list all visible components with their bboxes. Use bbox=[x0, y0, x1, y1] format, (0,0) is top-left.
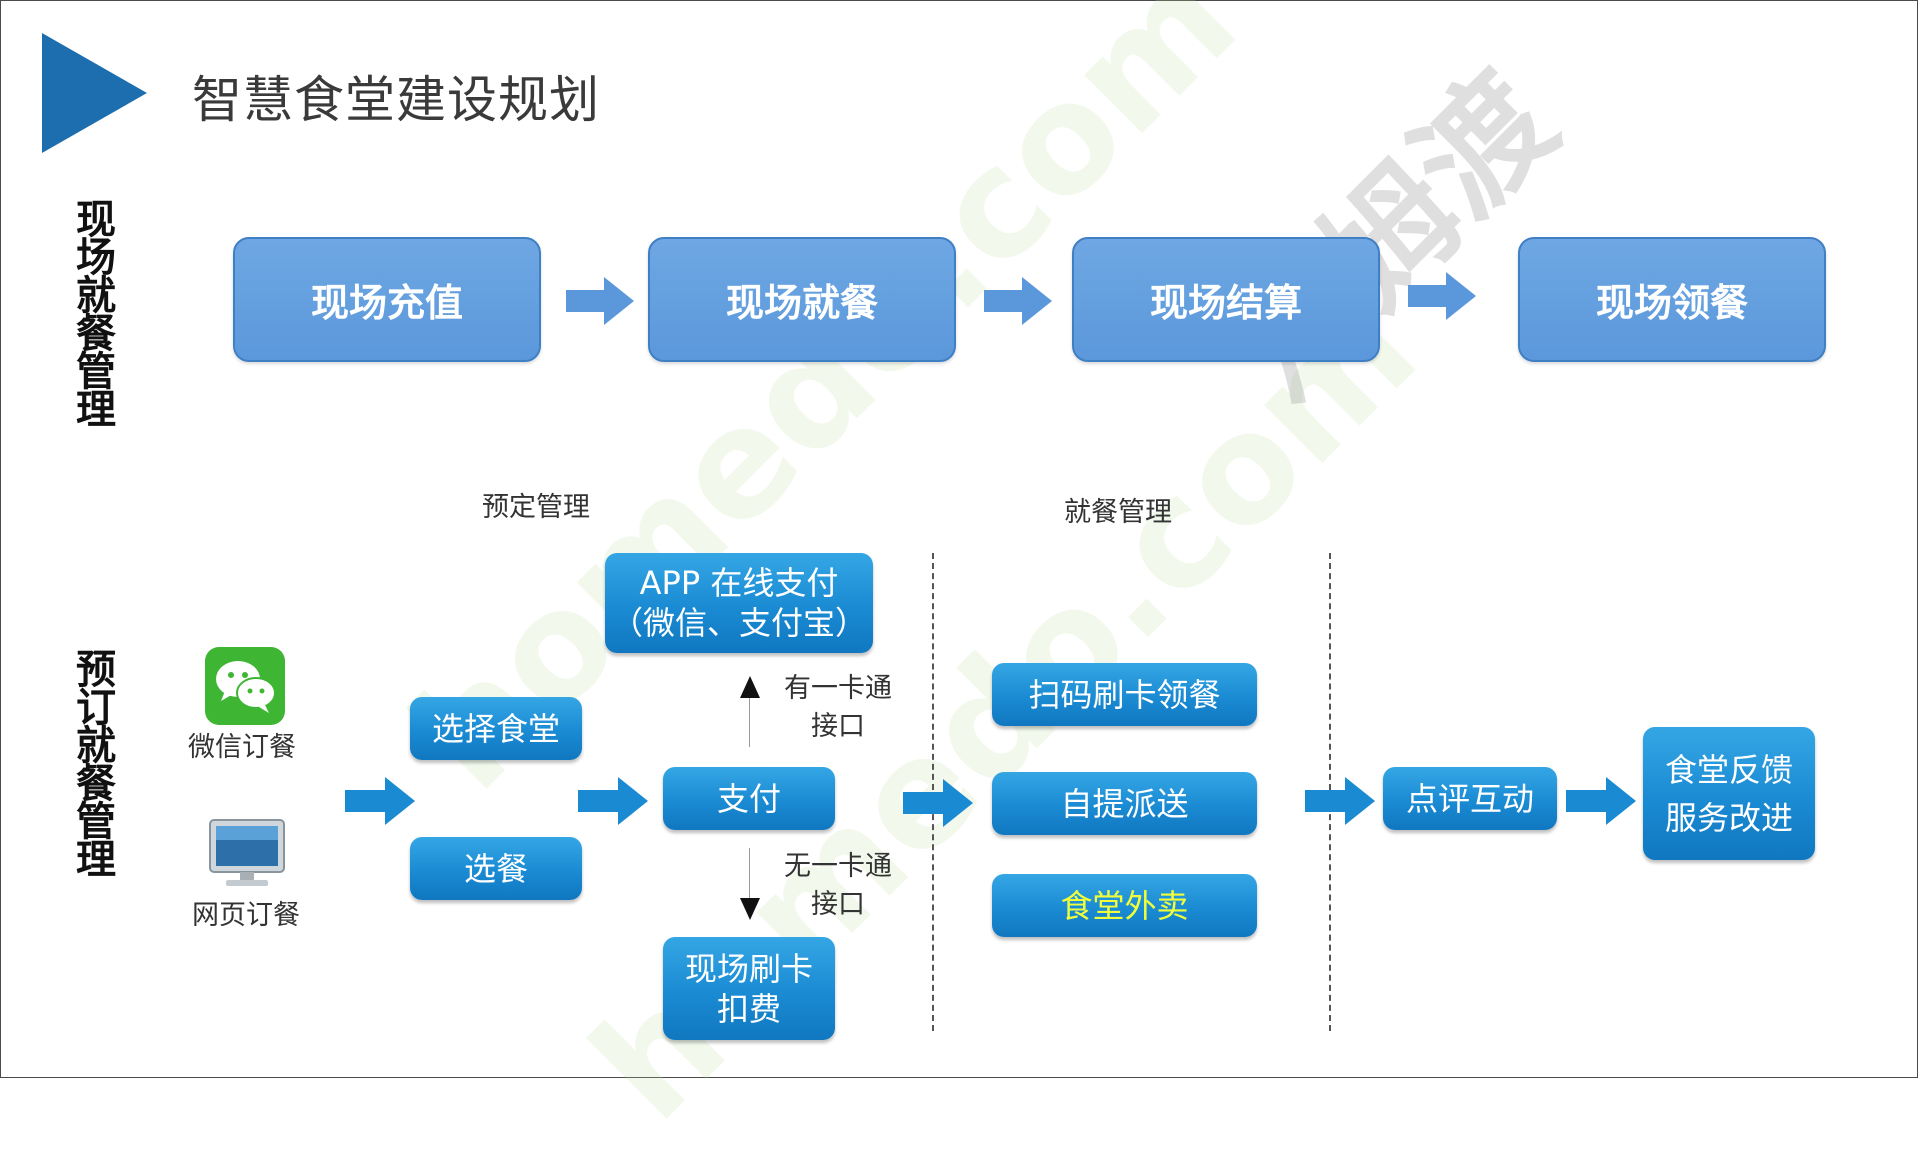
note-line: 接口 bbox=[811, 711, 865, 742]
scan-card-pickup-node: 扫码刷卡领餐 bbox=[992, 663, 1257, 726]
node-label: 选择食堂 bbox=[431, 709, 560, 748]
reserve-management-label: 预定管理 bbox=[482, 492, 590, 523]
arrow-down-icon bbox=[740, 898, 760, 920]
flow-arrow-right-icon bbox=[1305, 777, 1375, 825]
node-label: 扫码刷卡领餐 bbox=[1028, 675, 1221, 714]
node-label-line: 扣费 bbox=[716, 989, 781, 1028]
flow-arrow-right-icon bbox=[578, 777, 648, 825]
node-label: 食堂外卖 bbox=[1060, 886, 1189, 925]
wechat-icon bbox=[205, 647, 285, 725]
with-card-note: 有一卡通 接口 bbox=[778, 670, 898, 746]
node-label-line: APP 在线支付 bbox=[639, 564, 839, 602]
node-label-line: 服务改进 bbox=[1664, 798, 1793, 837]
step-onsite-dining: 现场就餐 bbox=[648, 237, 956, 362]
select-meal-button: 选餐 bbox=[410, 837, 582, 900]
node-label-line: 食堂反馈 bbox=[1664, 750, 1793, 789]
flow-arrow-right-icon bbox=[903, 779, 973, 827]
note-line: 有一卡通 bbox=[784, 673, 892, 704]
step-onsite-pickup: 现场领餐 bbox=[1518, 237, 1826, 362]
wechat-order-label: 微信订餐 bbox=[188, 732, 296, 763]
node-label: 选餐 bbox=[463, 849, 528, 888]
app-online-pay-node: APP 在线支付 （微信、支付宝） bbox=[605, 553, 873, 653]
node-label: 自提派送 bbox=[1060, 784, 1189, 823]
onsite-section-label: 现场就餐管理 bbox=[69, 198, 115, 426]
self-pickup-delivery-node: 自提派送 bbox=[992, 772, 1257, 835]
step-onsite-settlement: 现场结算 bbox=[1072, 237, 1380, 362]
connector-line bbox=[749, 690, 750, 747]
step-label: 现场就餐 bbox=[725, 281, 878, 325]
flow-arrow-right-icon bbox=[1408, 272, 1476, 320]
note-line: 无一卡通 bbox=[784, 851, 892, 882]
flow-arrow-right-icon bbox=[984, 277, 1052, 325]
node-label-line: 现场刷卡 bbox=[684, 949, 813, 988]
node-label: 点评互动 bbox=[1405, 779, 1534, 818]
note-line: 接口 bbox=[811, 889, 865, 920]
node-label: 支付 bbox=[716, 779, 781, 818]
page-title: 智慧食堂建设规划 bbox=[192, 71, 600, 129]
step-label: 现场充值 bbox=[310, 281, 463, 325]
connector-line bbox=[749, 848, 750, 900]
select-canteen-button: 选择食堂 bbox=[410, 697, 582, 760]
slide-frame bbox=[0, 0, 1918, 1078]
dining-management-label: 就餐管理 bbox=[1064, 497, 1172, 528]
step-label: 现场结算 bbox=[1149, 281, 1302, 325]
computer-monitor-icon bbox=[209, 819, 285, 886]
web-order-label: 网页订餐 bbox=[192, 900, 300, 931]
node-label-line: （微信、支付宝） bbox=[610, 604, 867, 642]
pay-node: 支付 bbox=[663, 767, 835, 830]
arrow-up-icon bbox=[740, 676, 760, 698]
booking-section-label: 预订就餐管理 bbox=[69, 648, 115, 876]
flow-arrow-right-icon bbox=[1566, 777, 1636, 825]
step-label: 现场领餐 bbox=[1595, 281, 1748, 325]
without-card-note: 无一卡通 接口 bbox=[778, 848, 898, 924]
review-interaction-node: 点评互动 bbox=[1383, 767, 1557, 830]
step-onsite-recharge: 现场充值 bbox=[233, 237, 541, 362]
feedback-improvement-node: 食堂反馈 服务改进 bbox=[1643, 727, 1815, 860]
title-triangle-marker bbox=[42, 33, 147, 153]
flow-arrow-right-icon bbox=[345, 777, 415, 825]
flow-arrow-right-icon bbox=[566, 277, 634, 325]
canteen-takeout-node: 食堂外卖 bbox=[992, 874, 1257, 937]
card-deduct-node: 现场刷卡 扣费 bbox=[663, 937, 835, 1040]
